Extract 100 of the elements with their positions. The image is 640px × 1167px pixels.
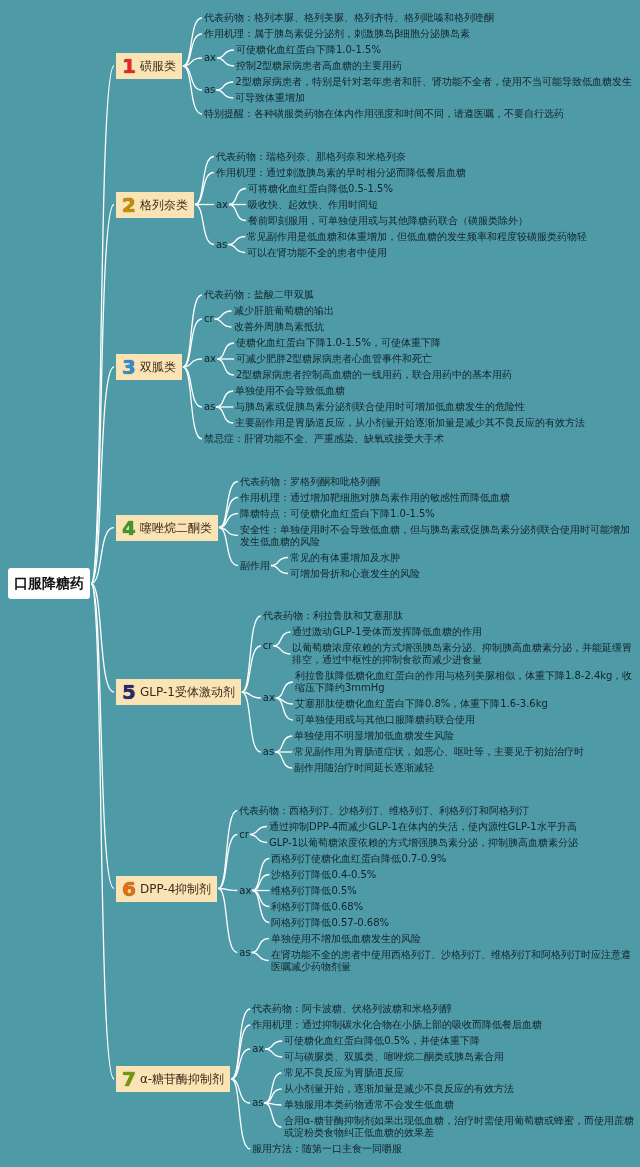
connector-line [241,645,262,693]
connector-line [90,526,115,585]
branch-text: 从小剂量开始，逐渐加量是减少不良反应的有效方法 [283,1081,514,1097]
category-number: 2 [122,194,136,215]
connector-line [215,406,234,408]
branch-text: 可使糖化血红蛋白下降1.0-1.5% [235,42,381,58]
category-number: 3 [122,357,136,377]
branch-label: 副作用 [239,557,270,574]
category-title: GLP-1受体激动剂 [139,684,235,701]
connector-line [182,294,203,368]
connector-line [251,889,271,924]
branch-text: 艾塞那肽使糖化血红蛋白下降0.8%，体重下降1.6-3.6kg [294,696,548,712]
connector-line [230,1078,251,1104]
connector-line [182,358,203,368]
branch-text: 可减少肥胖2型糖尿病患者心血管事件和死亡 [235,351,433,367]
category-box [116,354,182,380]
category-title: 双胍类 [139,359,176,376]
category-number: 4 [122,517,136,538]
branch-text: 安全性：单独使用时不会导致低血糖，但与胰岛素或促胰岛素分泌剂联合使用时可能增加发生低血糖的风险 [239,521,634,550]
connector-line [216,49,235,59]
connector-line [218,526,239,567]
connector-line [270,556,289,567]
connector-line [182,318,203,368]
branch-label: as [262,744,275,760]
branch-text: 利格列汀降低0.68% [271,898,364,915]
connector-line [182,33,203,67]
category-box [116,1066,231,1092]
branch-text: 特别提醒：各种磺服类药物在体内作用强度和时间不同，请遵医嘱，不要自行选药 [203,106,564,122]
connector-line [194,203,215,206]
branch-label: ax [262,690,275,706]
branch-text: 可将糖化血红蛋白降低0.5-1.5% [247,180,393,197]
category-box [116,191,194,218]
connector-line [251,873,271,892]
connector-line [218,526,239,537]
connector-line [216,358,235,376]
connector-line [274,751,293,769]
branch-text: 单独使用不会导致低血糖 [235,383,346,399]
category-title: α-糖苷酶抑制剂 [139,1071,225,1088]
connector-line [275,681,294,699]
branch-text: 常见副作用为胃肠道症状，如恶心、呕吐等，主要见于初始治疗时 [294,744,585,760]
branch-label: as [215,236,228,253]
connector-line [272,645,292,655]
branch-text: 常见副作用是低血糖和体重增加，但低血糖的发生频率和程度较磺服类药物轻 [247,228,588,245]
branch-text: 2型糖尿病患者控制高血糖的一线用药，联合用药中的基本用药 [235,367,513,383]
branch-text: 控制2型糖尿病患者高血糖的主要用药 [235,58,403,74]
connector-line [263,1102,283,1106]
branch-text: 西格列汀使糖化血红蛋白降低0.7-0.9% [271,850,447,867]
branch-text: 作用机理：通过抑制碳水化合物在小肠上部的吸收而降低餐后血糖 [252,1017,543,1033]
connector-line [216,57,235,67]
connector-line [274,751,293,753]
connector-line [90,203,115,585]
branch-text: 2型糖尿病患者，特别是针对老年患者和肝、肾功能不全者，使用不当可能导致低血糖发生 [235,74,632,90]
connector-line [218,480,239,529]
branch-text: GLP-1以葡萄糖浓度依赖的方式增强胰岛素分泌，抑制胰高血糖素分泌 [268,834,579,851]
branch-text: 代表药物：利拉鲁肽和艾塞那肽 [262,608,403,624]
connector-line [251,937,270,954]
branch-text: 可增加骨折和心衰发生的风险 [289,565,420,582]
category-title: DPP-4抑制剂 [139,880,212,898]
category-title: 噻唑烷二酮类 [139,519,212,537]
branch-label: as [203,82,216,98]
branch-label: ax [203,50,216,66]
connector-line [249,825,268,836]
branch-label: ax [215,196,228,213]
connector-line [216,358,235,360]
connector-line [228,187,247,206]
connector-line [90,366,115,585]
branch-text: 单独服用本类药物通常不会发生低血糖 [283,1097,454,1113]
branch-text: 沙格列汀降低0.4-0.5% [271,866,377,883]
connector-line [228,203,247,222]
connector-line [217,833,238,890]
connector-line [215,81,234,91]
connector-line [241,691,262,699]
category-title: 格列奈类 [139,196,188,214]
branch-text: 通过抑制DPP-4而减少GLP-1在体内的失活，使内源性GLP-1水平升高 [268,818,577,835]
category-box [116,514,218,541]
connector-line [213,318,233,328]
connector-line [182,57,203,67]
branch-text: 作用机理：通过刺激胰岛素的早时相分泌而降低餐后血糖 [215,164,466,181]
branch-label: ax [203,351,216,367]
connector-line [230,1024,251,1080]
branch-text: 常见不良反应为胃肠道反应 [283,1065,404,1081]
branch-text: 以葡萄糖浓度依赖的方式增强胰岛素分泌、抑制胰高血糖素分泌，并能延缓胃排空，通过中枢性的抑制食欲而减少进食量 [292,640,634,668]
branch-text: 代表药物：阿卡波糖、伏格列波糖和米格列醇 [252,1001,453,1017]
branch-text: 代表药物：格列本脲、格列美脲、格列齐特、格列吡嗪和格列喹酮 [203,10,494,26]
connector-line [251,857,271,892]
branch-text: 改善外周胰岛素抵抗 [233,319,324,335]
branch-label: as [203,399,216,415]
connector-line [90,582,115,693]
branch-text: 在肾功能不全的患者中使用西格列汀、沙格列汀、维格列汀和阿格列汀时应注意遵医嘱减少药物剂量 [270,946,634,975]
connector-line [194,155,215,206]
branch-text: 作用机理：属于胰岛素促分泌剂，刺激胰岛β细胞分泌胰岛素 [203,26,471,42]
branch-text: 减少肝脏葡萄糖的输出 [233,303,334,319]
connector-line [217,887,238,892]
connector-line [241,615,262,693]
branch-text: 使糖化血红蛋白下降1.0-1.5%，可使体重下降 [235,335,441,351]
branch-text: 副作用随治疗时间延长逐渐减轻 [294,760,435,776]
connector-line [264,1040,283,1050]
branch-text: 阿格列汀降低0.57-0.68% [271,914,390,931]
branch-text: 降糖特点：可使糖化血红蛋白下降1.0-1.5% [239,505,435,522]
branch-text: 维格列汀降低0.5% [271,882,357,899]
